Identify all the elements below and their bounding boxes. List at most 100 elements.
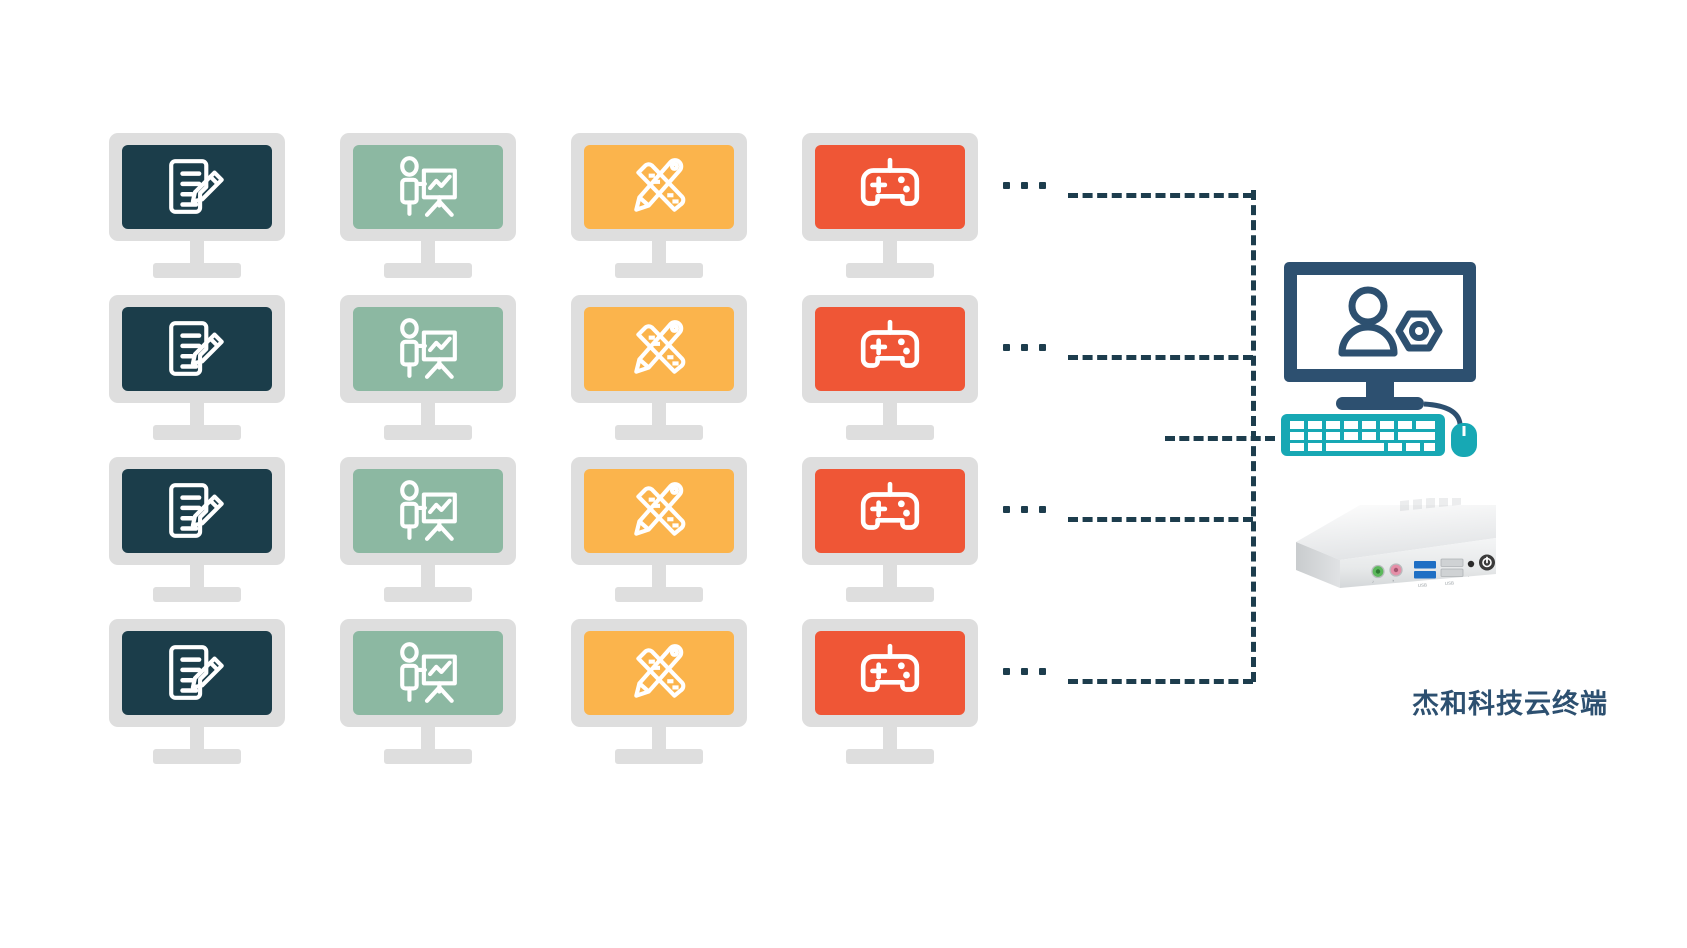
monitor-screen bbox=[122, 469, 272, 553]
monitor-base bbox=[384, 587, 472, 602]
monitor-base bbox=[615, 263, 703, 278]
client-monitor-office[interactable] bbox=[109, 619, 285, 764]
gamepad-icon bbox=[860, 157, 920, 206]
monitor-neck bbox=[421, 241, 435, 265]
row-ellipsis bbox=[1003, 506, 1046, 513]
monitor-neck bbox=[190, 727, 204, 751]
svg-text:USB: USB bbox=[1418, 582, 1427, 588]
monitor-screen bbox=[815, 631, 965, 715]
monitor-base bbox=[846, 587, 934, 602]
monitor-base bbox=[384, 263, 472, 278]
row-ellipsis bbox=[1003, 182, 1046, 189]
connector-branch-row-1 bbox=[1068, 193, 1253, 198]
connector-branch-row-2 bbox=[1068, 355, 1253, 360]
client-monitor-training[interactable] bbox=[340, 619, 516, 764]
connector-branch-row-3 bbox=[1068, 517, 1253, 522]
presenter-easel-chart-icon bbox=[400, 318, 457, 379]
monitor-neck bbox=[421, 403, 435, 427]
user-settings-monitor-icon bbox=[1281, 262, 1477, 457]
mini-pc-icon: ♪ ◗ USB USB ⋅ bbox=[1296, 494, 1496, 588]
monitor-screen bbox=[122, 307, 272, 391]
client-monitor-gaming[interactable] bbox=[802, 295, 978, 440]
monitor-base bbox=[384, 749, 472, 764]
client-monitor-design[interactable] bbox=[571, 133, 747, 278]
client-monitor-training[interactable] bbox=[340, 133, 516, 278]
client-monitor-training[interactable] bbox=[340, 457, 516, 602]
gamepad-icon bbox=[860, 481, 920, 530]
monitor-neck bbox=[883, 241, 897, 265]
monitor-base bbox=[846, 263, 934, 278]
monitor-screen bbox=[815, 469, 965, 553]
monitor-base bbox=[153, 749, 241, 764]
client-monitor-gaming[interactable] bbox=[802, 619, 978, 764]
monitor-screen bbox=[815, 145, 965, 229]
monitor-screen bbox=[584, 145, 734, 229]
mini-pc-device[interactable]: ♪ ◗ USB USB ⋅ bbox=[1268, 494, 1496, 616]
svg-text:◗: ◗ bbox=[1392, 578, 1395, 583]
monitor-base bbox=[615, 425, 703, 440]
monitor-neck bbox=[883, 727, 897, 751]
row-ellipsis bbox=[1003, 344, 1046, 351]
mini-pc-port-cluster bbox=[1371, 554, 1495, 579]
monitor-base bbox=[153, 425, 241, 440]
client-monitor-design[interactable] bbox=[571, 295, 747, 440]
connector-branch-row-4 bbox=[1068, 679, 1253, 684]
row-ellipsis bbox=[1003, 668, 1046, 675]
monitor-screen bbox=[353, 469, 503, 553]
connector-to-server bbox=[1165, 436, 1275, 441]
presenter-easel-chart-icon bbox=[400, 156, 457, 217]
pencil-ruler-icon bbox=[634, 320, 686, 374]
monitor-neck bbox=[883, 565, 897, 589]
monitor-screen bbox=[815, 307, 965, 391]
svg-text:♪: ♪ bbox=[1372, 579, 1375, 584]
monitor-neck bbox=[883, 403, 897, 427]
client-monitor-design[interactable] bbox=[571, 619, 747, 764]
cloud-terminal-workstation[interactable] bbox=[1280, 258, 1480, 458]
presenter-easel-chart-icon bbox=[400, 642, 457, 703]
monitor-neck bbox=[421, 565, 435, 589]
monitor-base bbox=[846, 749, 934, 764]
monitor-neck bbox=[190, 565, 204, 589]
client-monitor-gaming[interactable] bbox=[802, 133, 978, 278]
svg-text:USB: USB bbox=[1445, 580, 1454, 586]
pencil-ruler-icon bbox=[634, 158, 686, 212]
monitor-neck bbox=[652, 727, 666, 751]
monitor-base bbox=[153, 263, 241, 278]
monitor-neck bbox=[190, 241, 204, 265]
mouse-icon bbox=[1451, 423, 1477, 457]
client-monitor-office[interactable] bbox=[109, 295, 285, 440]
client-monitor-office[interactable] bbox=[109, 133, 285, 278]
monitor-neck bbox=[652, 403, 666, 427]
monitor-neck bbox=[652, 565, 666, 589]
monitor-screen bbox=[353, 631, 503, 715]
monitor-base bbox=[153, 587, 241, 602]
monitor-screen bbox=[584, 469, 734, 553]
document-pencil-icon bbox=[169, 645, 224, 700]
document-pencil-icon bbox=[169, 159, 224, 214]
client-monitor-design[interactable] bbox=[571, 457, 747, 602]
monitor-screen bbox=[122, 631, 272, 715]
document-pencil-icon bbox=[169, 483, 224, 538]
svg-text:⋅: ⋅ bbox=[1468, 574, 1470, 579]
monitor-neck bbox=[652, 241, 666, 265]
monitor-screen bbox=[584, 307, 734, 391]
document-pencil-icon bbox=[169, 321, 224, 376]
monitor-base bbox=[615, 749, 703, 764]
client-monitor-office[interactable] bbox=[109, 457, 285, 602]
monitor-screen bbox=[122, 145, 272, 229]
gamepad-icon bbox=[860, 643, 920, 692]
monitor-neck bbox=[190, 403, 204, 427]
presenter-easel-chart-icon bbox=[400, 480, 457, 541]
monitor-screen bbox=[584, 631, 734, 715]
gamepad-icon bbox=[860, 319, 920, 368]
client-monitor-gaming[interactable] bbox=[802, 457, 978, 602]
pencil-ruler-icon bbox=[634, 482, 686, 536]
cloud-terminal-caption: 杰和科技云终端 bbox=[1412, 689, 1608, 720]
monitor-base bbox=[384, 425, 472, 440]
client-monitor-training[interactable] bbox=[340, 295, 516, 440]
keyboard-icon bbox=[1281, 414, 1445, 456]
monitor-screen bbox=[353, 307, 503, 391]
monitor-neck bbox=[421, 727, 435, 751]
monitor-base bbox=[846, 425, 934, 440]
